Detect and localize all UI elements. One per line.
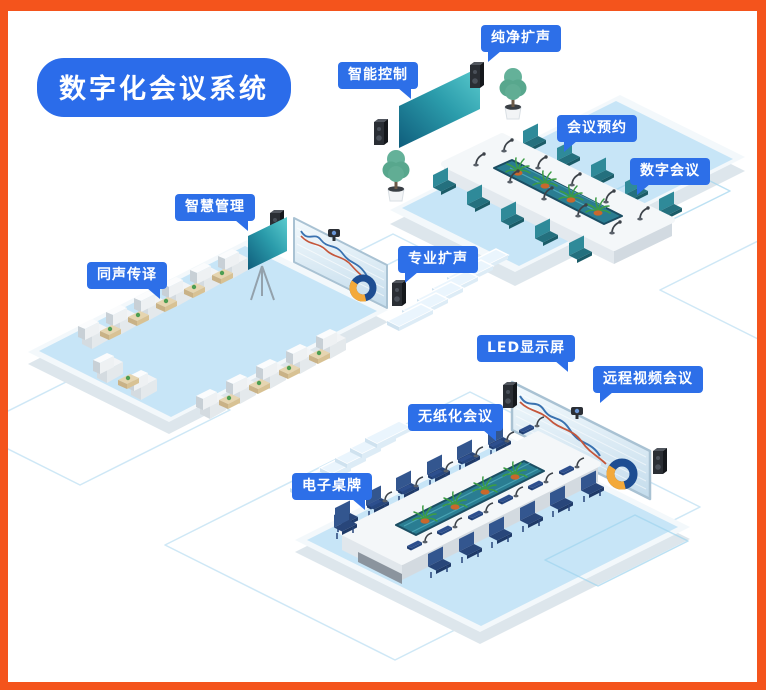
line-chart	[519, 395, 601, 457]
lounge-room-left	[28, 210, 422, 434]
table-planter-well	[395, 460, 545, 536]
page-title: 数字化会议系统	[37, 58, 291, 117]
presentation-screen	[399, 67, 480, 148]
callout-paperless-meeting: 无纸化会议	[408, 404, 503, 431]
speaker	[392, 280, 406, 306]
speaker	[653, 448, 667, 474]
callout-digital-conference: 数字会议	[630, 158, 710, 185]
speaker	[503, 382, 517, 408]
speaker	[470, 62, 484, 88]
potted-tree	[382, 149, 410, 202]
callout-professional-sound: 专业扩声	[398, 246, 478, 273]
speaker	[374, 119, 388, 145]
led-display	[510, 380, 652, 501]
callout-led-display: LED显示屏	[477, 335, 576, 362]
callout-simultaneous-interpretation: 同声传译	[87, 262, 167, 289]
callout-electronic-nameplate: 电子桌牌	[292, 473, 372, 500]
tripod-screen	[248, 217, 287, 301]
potted-tree	[499, 67, 527, 120]
callout-remote-video-conference: 远程视频会议	[593, 366, 703, 393]
smart-display	[293, 217, 388, 309]
callout-smart-control: 智能控制	[338, 62, 418, 89]
callout-smart-management: 智慧管理	[175, 194, 255, 221]
callout-pure-sound: 纯净扩声	[481, 25, 561, 52]
callout-meeting-booking: 会议预约	[557, 115, 637, 142]
line-chart	[300, 230, 368, 277]
conference-room-bottom	[295, 380, 690, 644]
conference-room-top	[374, 62, 745, 286]
